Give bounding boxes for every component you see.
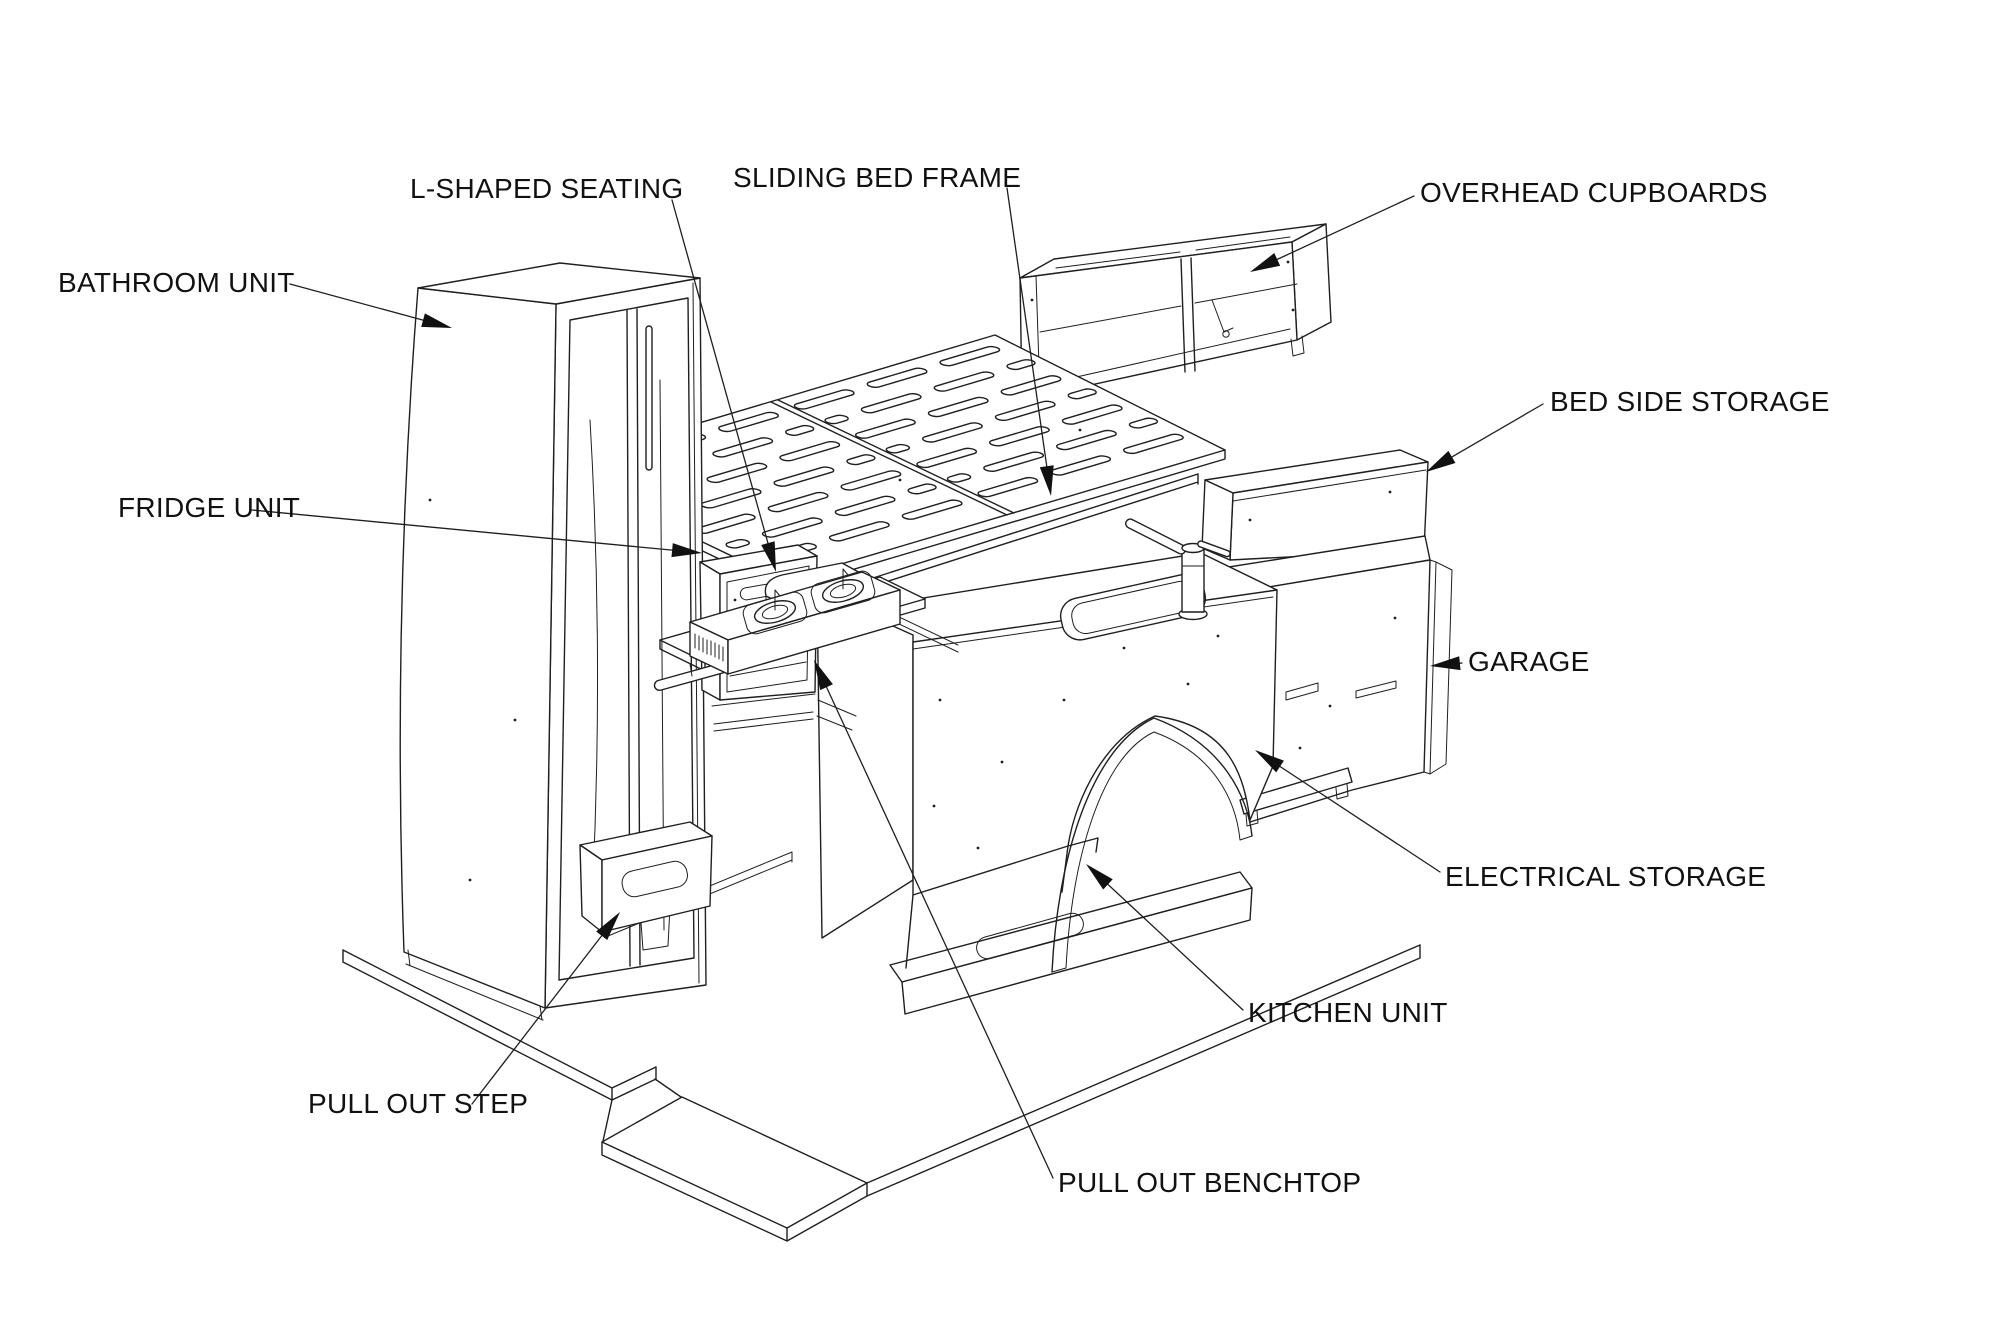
label-overhead-cupboards: OVERHEAD CUPBOARDS <box>1420 177 1768 208</box>
label-bed-side-storage: BED SIDE STORAGE <box>1550 386 1830 417</box>
bed-slat <box>716 411 781 432</box>
leader-pull-out-benchtop <box>825 686 1054 1179</box>
leader-lines <box>251 187 1544 1179</box>
bed-slat <box>987 426 1052 447</box>
bed-slat <box>1004 359 1038 371</box>
label-garage: GARAGE <box>1468 646 1590 677</box>
bed-slat <box>1126 417 1160 429</box>
leader-electrical-storage <box>1279 765 1441 873</box>
bed-slat <box>1121 433 1186 454</box>
bed-slat <box>905 483 939 495</box>
label-pull-out-step: PULL OUT STEP <box>308 1088 529 1119</box>
leader-sliding-bed-frame <box>1006 187 1048 467</box>
arrowhead-fridge-unit <box>671 543 702 558</box>
bed-slat <box>791 389 856 410</box>
bed-slat <box>944 473 973 483</box>
label-l-shaped-seating: L-SHAPED SEATING <box>410 173 684 204</box>
bed-slat <box>883 443 912 453</box>
bed-slat <box>1054 429 1119 450</box>
stove-drawing <box>689 568 901 675</box>
bathroom-unit-drawing <box>399 262 707 1021</box>
bed-slat <box>992 400 1057 421</box>
arrowhead-overhead-cupboards <box>1250 253 1281 272</box>
bed-slat <box>783 425 817 437</box>
leader-pull-out-step <box>471 935 603 1105</box>
bed-slat <box>760 517 825 538</box>
bed-slat <box>765 491 830 512</box>
leader-fridge-unit <box>251 509 673 551</box>
bed-slat <box>1059 404 1124 425</box>
bed-slat <box>777 441 842 462</box>
bed-slat <box>710 437 775 458</box>
wheel-arch <box>1051 717 1253 973</box>
bed-slat <box>771 466 836 487</box>
bed-slat <box>723 539 752 549</box>
arrowhead-pull-out-benchtop <box>814 660 833 691</box>
shower-door-handle <box>645 325 653 471</box>
bed-slat <box>832 495 897 516</box>
arrowhead-l-shaped-seating <box>761 541 776 572</box>
kitchen-unit-drawing <box>816 552 1278 973</box>
bed-slat <box>827 521 892 542</box>
tap-drawing <box>1125 518 1231 621</box>
leader-kitchen-unit <box>1107 883 1244 1011</box>
leader-overhead-cupboards <box>1276 195 1415 261</box>
bed-slat <box>975 477 1040 498</box>
label-kitchen-unit: KITCHEN UNIT <box>1248 997 1448 1028</box>
arrowhead-electrical-storage <box>1255 750 1284 773</box>
bed-slat <box>925 396 990 417</box>
bed-slat <box>838 470 903 491</box>
bed-side-storage-drawing <box>1201 449 1429 561</box>
bed-slat <box>931 371 996 392</box>
arrowhead-bed-side-storage <box>1426 450 1456 472</box>
bed-slat <box>698 488 763 509</box>
stove-burner-left <box>742 589 808 635</box>
label-electrical-storage: ELECTRICAL STORAGE <box>1445 861 1767 892</box>
arrowhead-bathroom-unit <box>421 313 452 328</box>
bed-slat <box>853 418 918 439</box>
stove-vent-slits <box>694 633 724 662</box>
bed-slat <box>844 454 878 466</box>
tap-handle <box>1197 540 1231 558</box>
pull-out-step-drawing <box>579 821 793 937</box>
bed-slat <box>914 447 979 468</box>
bed-slat <box>920 422 985 443</box>
label-fridge-unit: FRIDGE UNIT <box>118 492 301 523</box>
bed-slat <box>1065 388 1099 400</box>
bed-slat <box>864 367 929 388</box>
bed-slat <box>937 345 1002 366</box>
bed-slat <box>981 451 1046 472</box>
arrowhead-kitchen-unit <box>1086 864 1113 890</box>
leader-l-shaped-seating <box>671 199 769 544</box>
bed-slat <box>704 462 769 483</box>
bed-slat <box>858 393 923 414</box>
leader-bed-side-storage <box>1451 403 1544 458</box>
overhead-cupboards-drawing <box>1019 223 1332 417</box>
label-bathroom-unit: BATHROOM UNIT <box>58 267 295 298</box>
label-pull-out-benchtop: PULL OUT BENCHTOP <box>1058 1167 1362 1198</box>
floor-drawing <box>342 871 1421 1242</box>
bed-slat <box>899 499 964 520</box>
stove-burner-right <box>810 568 876 614</box>
arrowhead-pull-out-step <box>596 912 620 941</box>
arrowhead-sliding-bed-frame <box>1039 465 1054 496</box>
bed-slat <box>822 414 851 424</box>
label-sliding-bed-frame: SLIDING BED FRAME <box>733 162 1022 193</box>
arrowhead-garage <box>1430 656 1461 671</box>
tap-spout <box>1125 518 1187 555</box>
leader-bathroom-unit <box>289 283 424 321</box>
